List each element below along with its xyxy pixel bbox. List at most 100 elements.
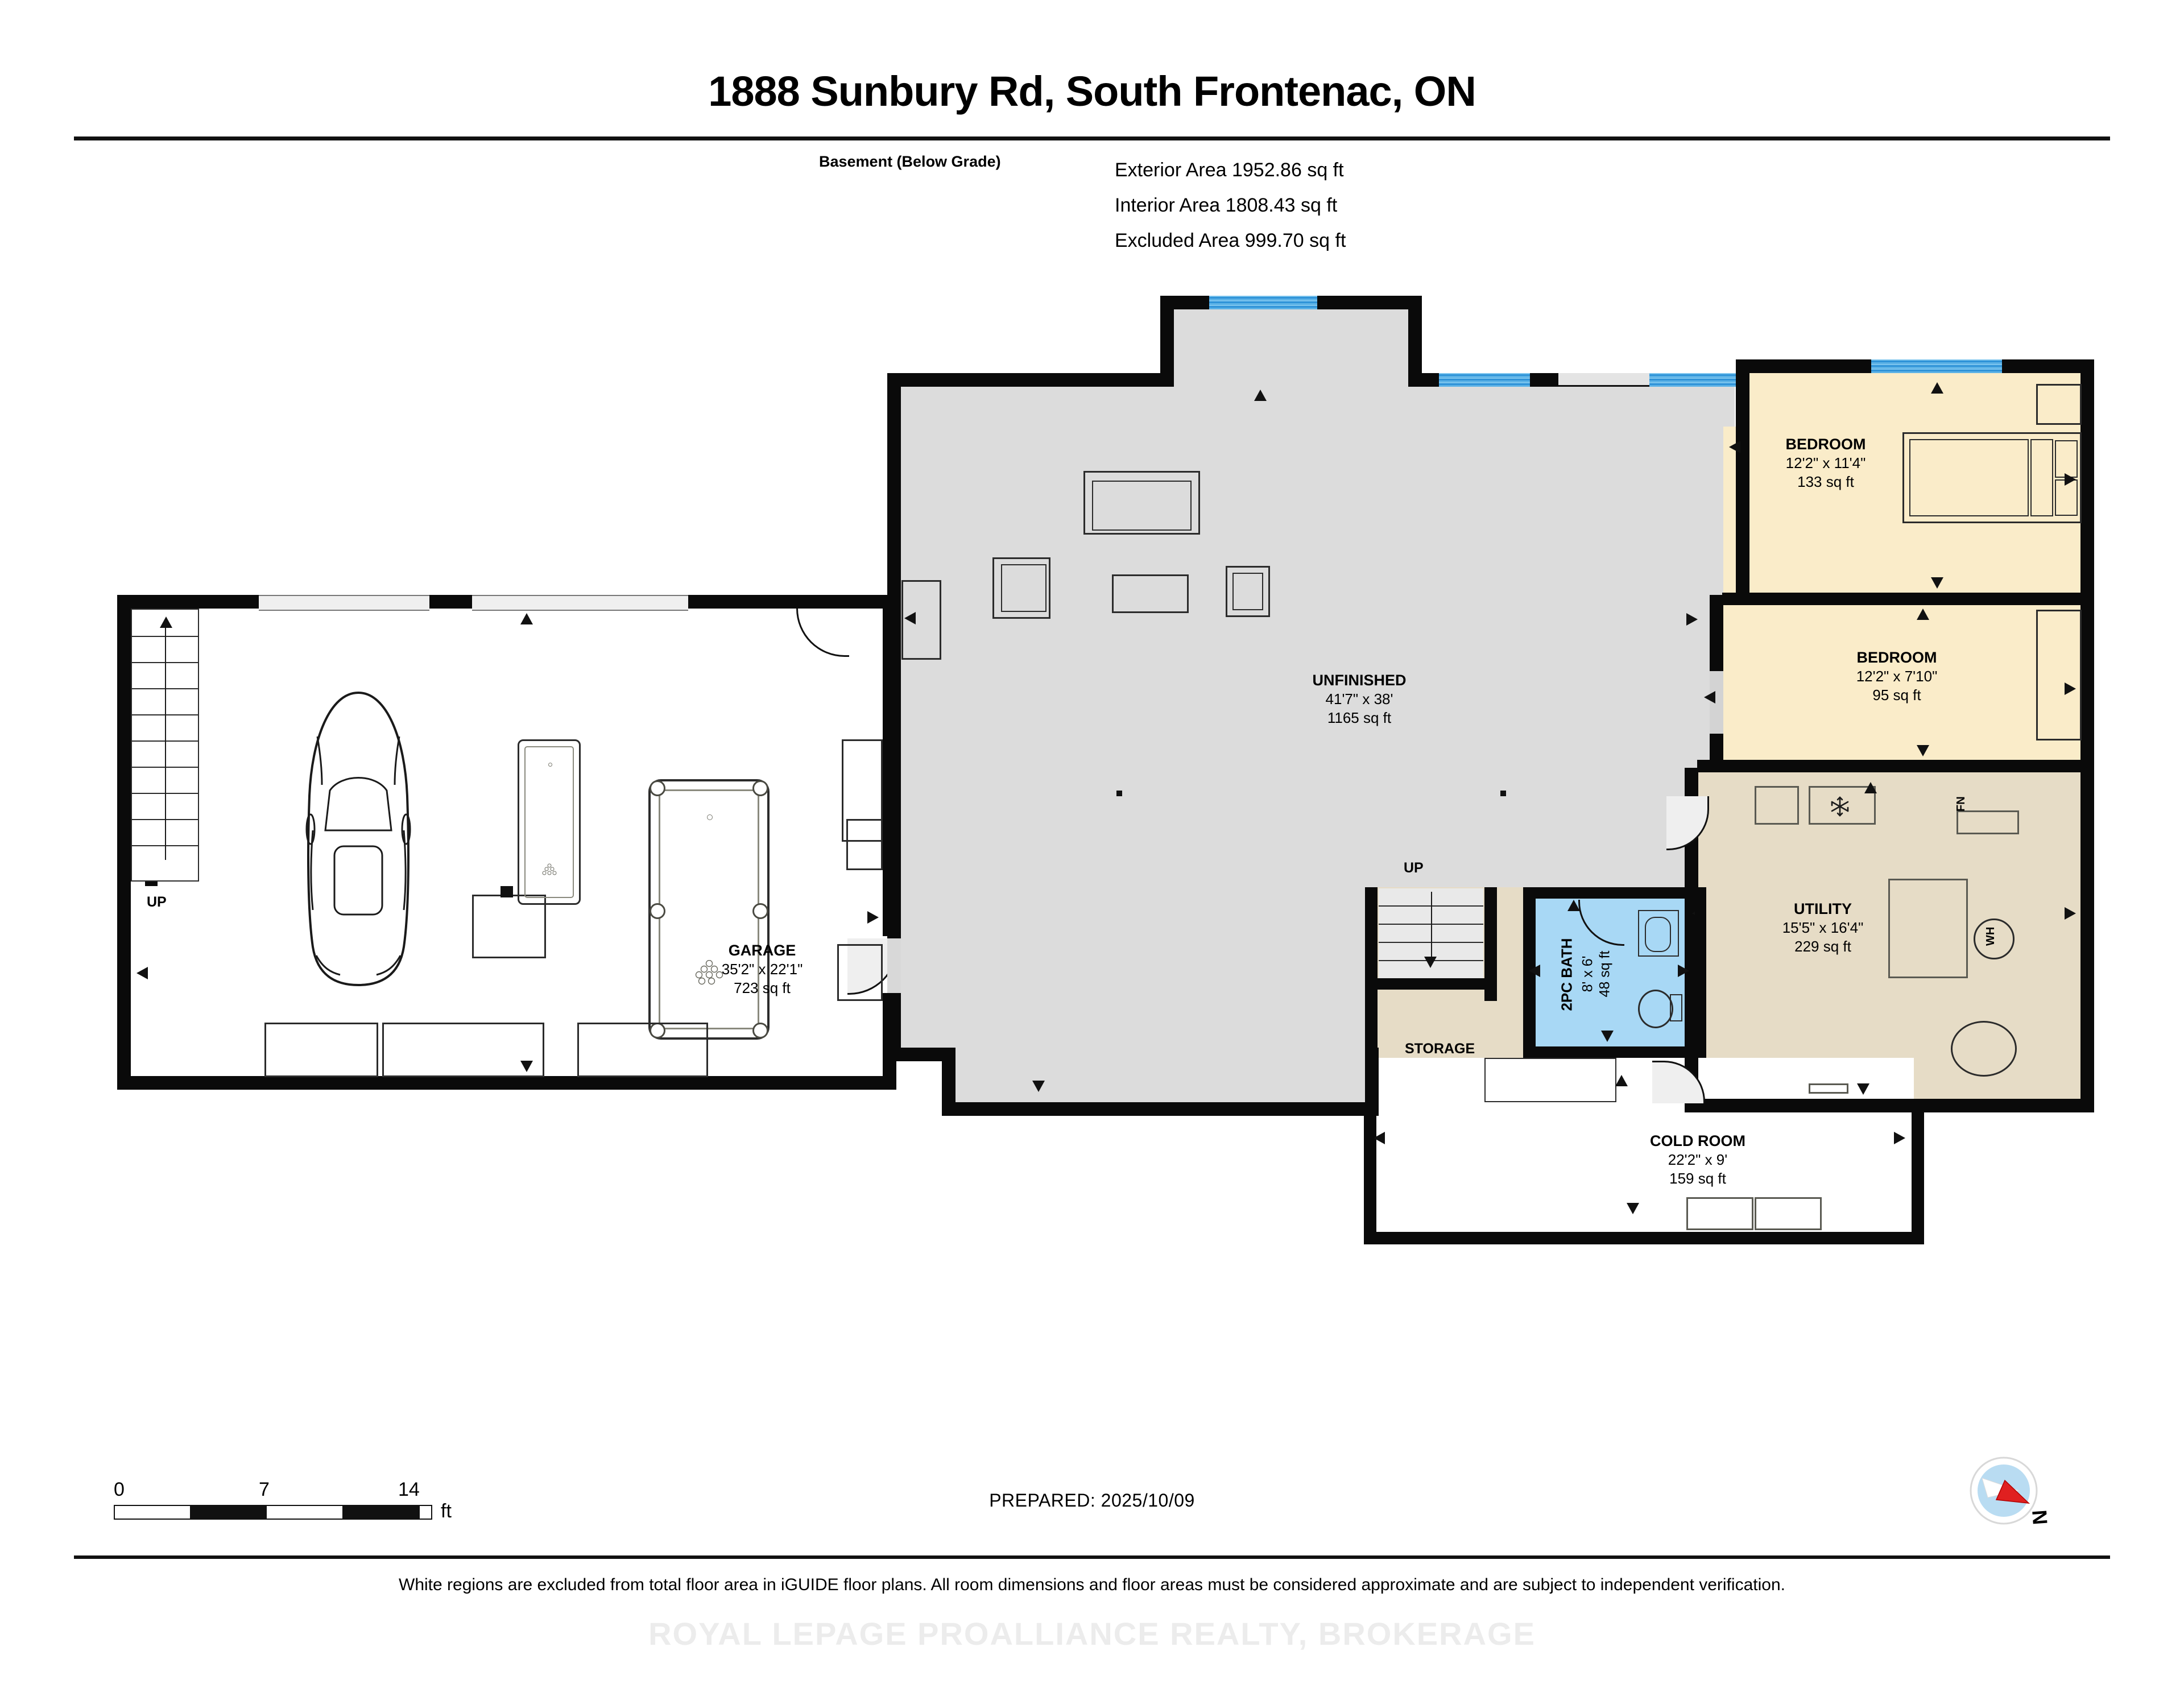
wall-cold-left xyxy=(1364,1102,1376,1244)
cold-arrow-n xyxy=(1615,1075,1628,1086)
garage-name: GARAGE xyxy=(728,942,796,959)
exterior-area: Exterior Area 1952.86 sq ft xyxy=(1115,159,1344,181)
wall-unf-bottom-mid xyxy=(942,1102,1379,1116)
unf-chair-a-seat xyxy=(1001,564,1046,612)
garage-dimensions: 35'2" x 22'1" xyxy=(721,961,803,978)
wall-garage-bottom xyxy=(117,1076,896,1090)
utility-dimensions: 15'5" x 16'4" xyxy=(1782,919,1864,936)
unfinished-dimensions: 41'7" x 38' xyxy=(1325,690,1393,708)
bed1-nightstand xyxy=(2036,384,2082,425)
utility-washer xyxy=(1755,786,1799,825)
utility-name: UTILITY xyxy=(1794,900,1852,917)
cold-arrow-w xyxy=(1374,1132,1385,1144)
bedroom1-fill xyxy=(1749,373,2090,594)
snowflake-icon xyxy=(1829,795,1851,818)
stairs-to-main xyxy=(1379,888,1483,978)
bed2-arrow-e xyxy=(2065,682,2076,695)
bath-vanity xyxy=(1638,910,1679,957)
wall-storage-left xyxy=(1365,887,1378,1110)
utility-label: UTILITY 15'5" x 16'4" 229 sq ft xyxy=(1740,900,1905,956)
unf-coffee-table xyxy=(1112,574,1189,613)
wall-bath-top xyxy=(1523,887,1706,899)
bedroom2-area: 95 sq ft xyxy=(1872,686,1921,704)
wall-unf-east-upper xyxy=(1736,373,1749,595)
wall-stair-bottom xyxy=(1365,978,1497,990)
bedroom1-label: BEDROOM 12'2" x 11'4" 133 sq ft xyxy=(1752,435,1900,491)
window-north-a xyxy=(1439,373,1530,387)
bed1-bed-frame xyxy=(1902,432,2082,523)
wall-bath-bottom xyxy=(1523,1046,1706,1058)
cold-arrow-e xyxy=(1894,1132,1905,1144)
doorway-north-gap xyxy=(1558,373,1649,387)
bedroom2-dimensions: 12'2" x 7'10" xyxy=(1856,668,1938,685)
stairs-garage xyxy=(131,609,199,882)
bath-arrow-w xyxy=(1529,965,1540,977)
up-label-stairs: UP xyxy=(1404,860,1424,876)
bath-sink xyxy=(1645,917,1671,952)
bath-name: 2PC BATH xyxy=(1558,938,1575,1011)
unf-arrow-s xyxy=(1032,1081,1045,1092)
unf-arrow-bed2 xyxy=(1686,613,1698,626)
floor-plan: BEDROOM 12'2" x 11'4" 133 sq ft BEDROOM … xyxy=(0,296,2184,1388)
utility-dryer xyxy=(1809,786,1876,825)
unf-column-b xyxy=(1500,791,1506,796)
scale-tick-1: 7 xyxy=(259,1479,270,1500)
utility-water-heater xyxy=(1974,919,2015,959)
bed1-arrow-e xyxy=(2065,473,2076,486)
bed1-arrow-n xyxy=(1931,382,1943,394)
scale-tick-2: 14 xyxy=(398,1479,420,1500)
bath-arrow-s xyxy=(1601,1031,1614,1042)
bed1-pillow-a xyxy=(2030,439,2053,516)
garage-arrow-e xyxy=(867,911,879,924)
bedroom2-fill xyxy=(1723,603,2090,762)
wall-bed1-bottom xyxy=(1722,593,2094,605)
util-arrow-s xyxy=(1857,1083,1869,1095)
unf-chair-a xyxy=(992,557,1050,619)
garage-door-2 xyxy=(472,595,688,611)
window-bed1 xyxy=(1871,359,2002,373)
unf-arrow-n xyxy=(1254,390,1267,401)
wall-unf-bump-right xyxy=(1408,296,1422,387)
bed2-arrow-s xyxy=(1917,745,1929,756)
bed2-arrow-w xyxy=(1704,691,1715,704)
garage-shelf-b xyxy=(846,819,883,870)
utility-furnace xyxy=(1956,810,2019,834)
interior-area: Interior Area 1808.43 sq ft xyxy=(1115,195,1338,216)
scale-bar-graphic xyxy=(114,1505,432,1520)
unfinished-name: UNFINISHED xyxy=(1312,672,1407,689)
scale-unit: ft xyxy=(441,1500,452,1522)
furnace-label: FN xyxy=(1955,796,1967,812)
unf-chair-b-seat xyxy=(1232,573,1263,610)
wall-bed1-right xyxy=(2080,359,2094,598)
utility-table xyxy=(1888,879,1968,978)
page-title: 1888 Sunbury Rd, South Frontenac, ON xyxy=(708,68,1476,115)
brokerage-watermark: ROYAL LEPAGE PROALLIANCE REALTY, BROKERA… xyxy=(648,1616,1536,1652)
unfinished-fill-bump xyxy=(1172,307,1410,387)
wall-cold-right xyxy=(1912,1102,1924,1244)
wall-unf-top-left xyxy=(887,373,1174,387)
bedroom1-dimensions: 12'2" x 11'4" xyxy=(1785,454,1866,471)
car-icon xyxy=(296,688,421,990)
cold-arrow-s xyxy=(1627,1203,1639,1214)
bedroom1-area: 133 sq ft xyxy=(1797,473,1854,490)
coldroom-label: COLD ROOM 22'2" x 9' 159 sq ft xyxy=(1618,1132,1777,1188)
util-arrow-n xyxy=(1864,782,1877,793)
utility-area: 229 sq ft xyxy=(1794,938,1851,955)
unfinished-area: 1165 sq ft xyxy=(1327,709,1392,726)
util-arrow-e xyxy=(2065,907,2076,920)
title-divider xyxy=(74,136,2110,140)
garage-arrow-w xyxy=(136,967,148,979)
garage-bench-c xyxy=(577,1023,708,1077)
wall-bath-right xyxy=(1695,887,1706,1058)
bed2-arrow-n xyxy=(1917,609,1929,620)
bedroom2-name: BEDROOM xyxy=(1856,649,1937,666)
compass-rose: N xyxy=(1965,1453,2052,1538)
prepared-date: PREPARED: 2025/10/09 xyxy=(989,1490,1195,1511)
garage-bench-b xyxy=(382,1023,544,1077)
bed1-pillow-b xyxy=(2055,440,2078,478)
wall-stair-right xyxy=(1484,887,1497,1001)
wall-cold-bottom xyxy=(1364,1232,1924,1244)
unf-arrow-w xyxy=(904,612,916,624)
wall-garage-right-lower xyxy=(883,993,896,1090)
unf-sofa xyxy=(1083,471,1200,535)
